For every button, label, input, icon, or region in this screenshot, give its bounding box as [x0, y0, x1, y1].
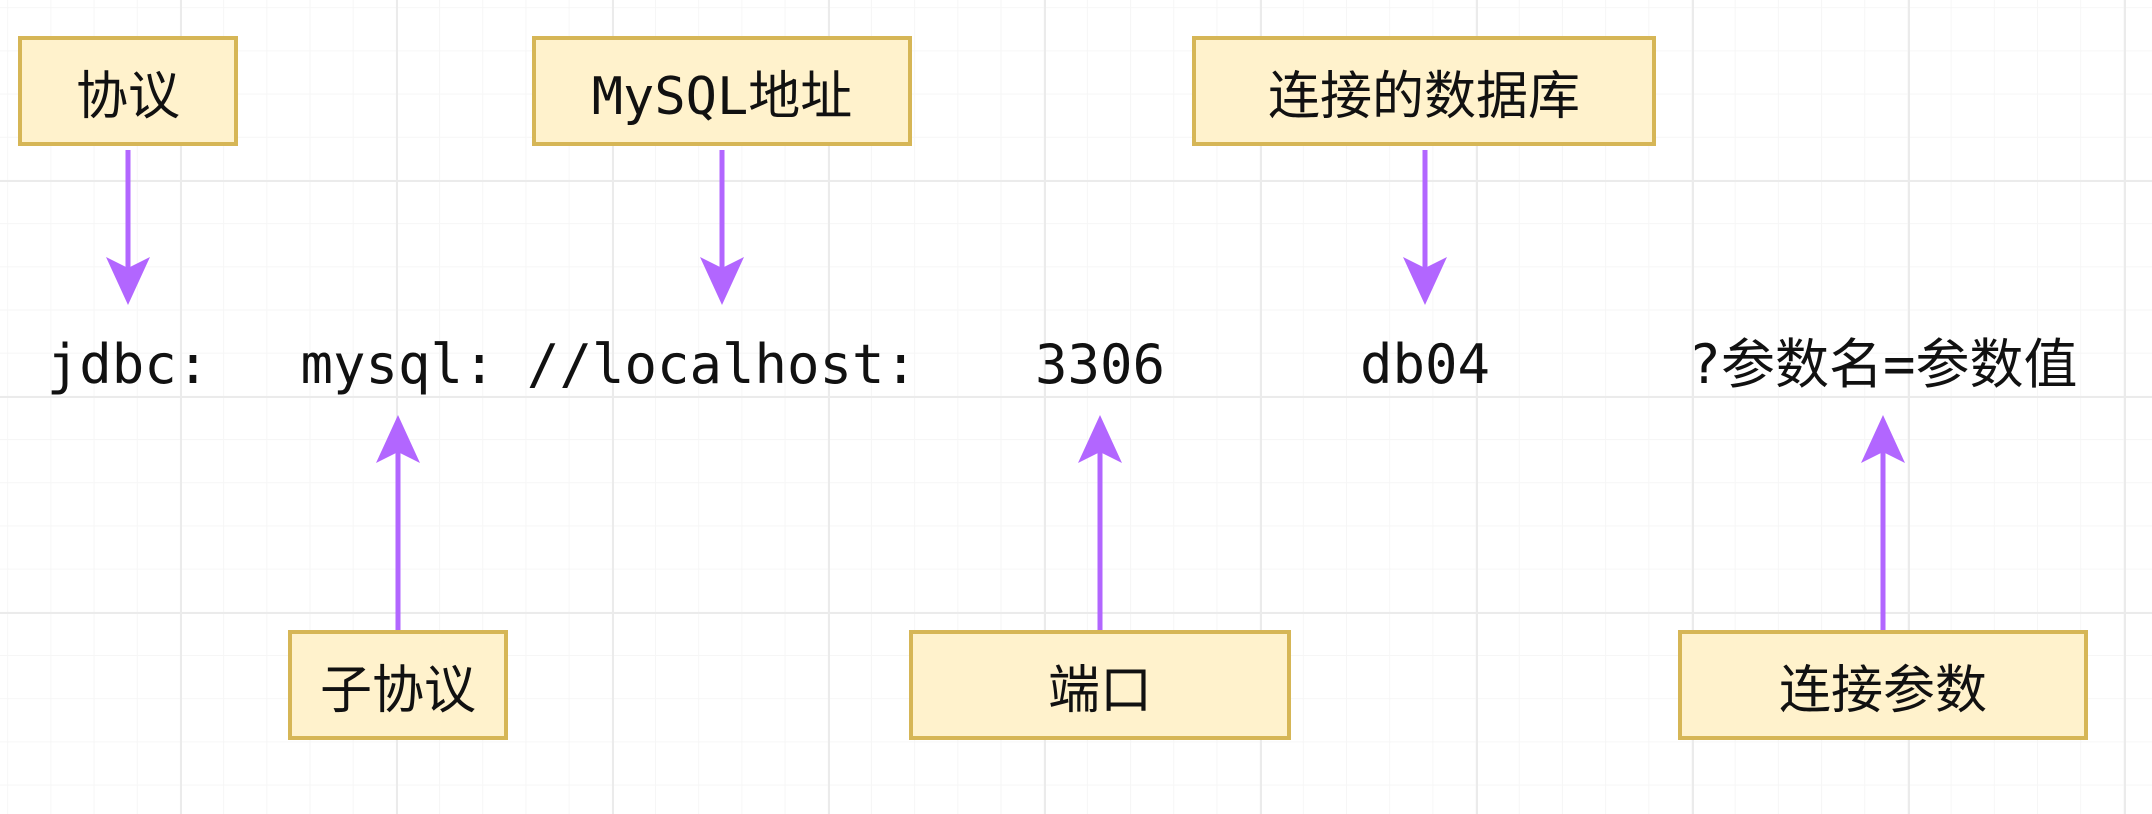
database-label: 连接的数据库 [1267, 66, 1580, 127]
url-mysql: mysql: [300, 333, 496, 396]
url-db: db04 [1359, 333, 1491, 396]
arrow-mysql-address [700, 150, 744, 305]
url-host: //localhost: [526, 333, 918, 396]
mysql-address-label-box: MySQL地址 [532, 36, 912, 146]
arrow-protocol [106, 150, 150, 305]
arrow-port [1078, 415, 1122, 630]
port-label: 端口 [1047, 660, 1152, 721]
arrow-params [1861, 415, 1905, 630]
params-label: 连接参数 [1778, 660, 1987, 721]
arrow-database [1403, 150, 1447, 305]
protocol-label: 协议 [75, 66, 180, 127]
params-label-box: 连接参数 [1678, 630, 2088, 740]
subprotocol-label-box: 子协议 [288, 630, 508, 740]
url-port: 3306 [1034, 333, 1166, 396]
mysql-address-label: MySQL地址 [591, 66, 853, 127]
subprotocol-label: 子协议 [319, 660, 476, 721]
database-label-box: 连接的数据库 [1192, 36, 1656, 146]
port-label-box: 端口 [909, 630, 1291, 740]
url-params: ?参数名=参数值 [1688, 333, 2078, 396]
arrow-subprotocol [376, 415, 420, 630]
url-jdbc: jdbc: [46, 333, 210, 396]
protocol-label-box: 协议 [18, 36, 238, 146]
